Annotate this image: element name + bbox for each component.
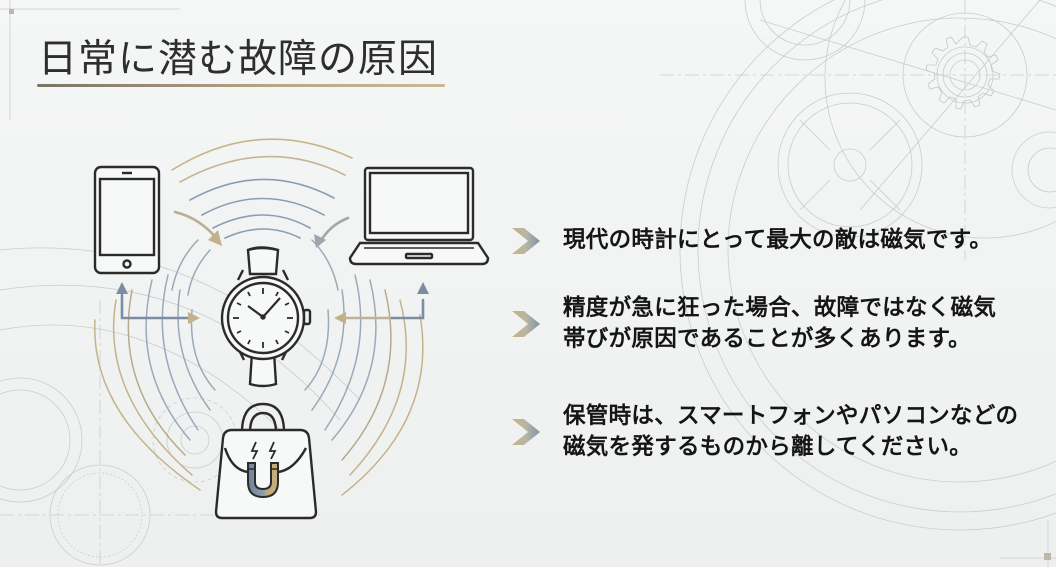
bullet-item: 保管時は、スマートフォンやパソコンなどの 磁気を発するものから離してください。: [510, 401, 1018, 463]
bullet-item: 精度が急に狂った場合、故障ではなく磁気 帯びが原因であることが多くあります。: [510, 293, 996, 355]
chevron-right-icon: [512, 227, 540, 254]
chevron-right-icon: [512, 419, 540, 445]
wristwatch-icon: [220, 246, 312, 388]
bullet-text: 精度が急に狂った場合、故障ではなく磁気 帯びが原因であることが多くあります。: [563, 295, 997, 352]
title-underline: [37, 84, 445, 87]
bullet-text: 現代の時計にとって最大の敵は磁気です。: [563, 227, 993, 253]
page-title: 日常に潜む故障の原因: [38, 37, 439, 82]
laptop-icon: [348, 166, 490, 266]
bullet-text: 保管時は、スマートフォンやパソコンなどの 磁気を発するものから離してください。: [563, 403, 1019, 460]
smartphone-icon: [93, 165, 161, 275]
corner-mark: [9, 9, 14, 14]
chevron-right-icon: [512, 311, 540, 337]
magnetism-illustration: [93, 138, 490, 520]
bullet-item: 現代の時計にとって最大の敵は磁気です。: [510, 225, 992, 256]
handbag-magnet-icon: [214, 402, 318, 520]
